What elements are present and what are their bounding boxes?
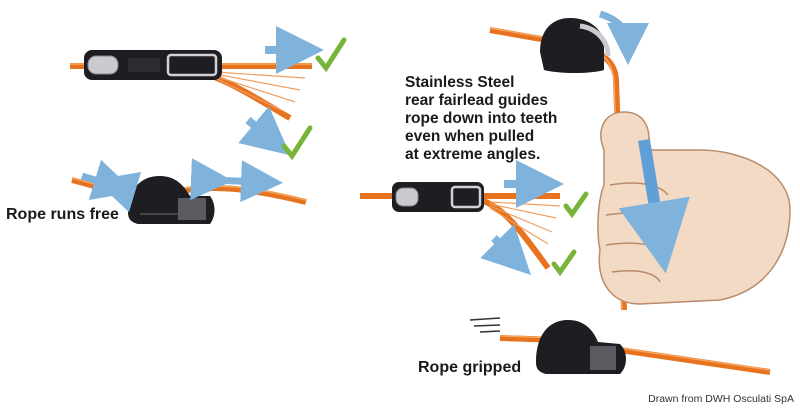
arrow-curve [598,10,649,65]
hand-pull-group [489,10,791,311]
hand-illustration [597,111,791,305]
fairlead-description: Stainless Steel rear fairlead guides rop… [405,74,590,164]
fairlead-steel [87,55,119,75]
top-view-cleat-group [70,26,347,161]
rope-gripped-label: Rope gripped [418,359,522,376]
fairlead-line: at extreme angles. [405,146,541,163]
check-icon [315,37,347,73]
rope-runs-free-label: Rope runs free [6,206,119,223]
fairlead-line: even when pulled [405,128,535,145]
arrow-both-left [80,176,115,186]
rope-runs-free-group [71,158,307,224]
arrow-pull-down [618,139,690,274]
credit-text: Drawn from DWH Osculati SpA [648,393,794,405]
rope-gripped-group [469,317,771,375]
fairlead-line: rear fairlead guides [405,92,549,109]
arrow-angled [238,106,291,156]
cleat-top-right [540,18,604,73]
check-icon [551,249,577,277]
arrow-mid-angled [480,224,531,275]
arrow-both-right [190,158,283,203]
check-icon [563,191,589,219]
middle-cleat-group [360,160,589,277]
motion-lines [469,317,501,333]
fairlead-line: rope down into teeth [405,110,558,127]
angle-fan-lines [214,71,306,113]
fairlead-line: Stainless Steel [405,74,515,91]
check-icon [281,125,313,161]
